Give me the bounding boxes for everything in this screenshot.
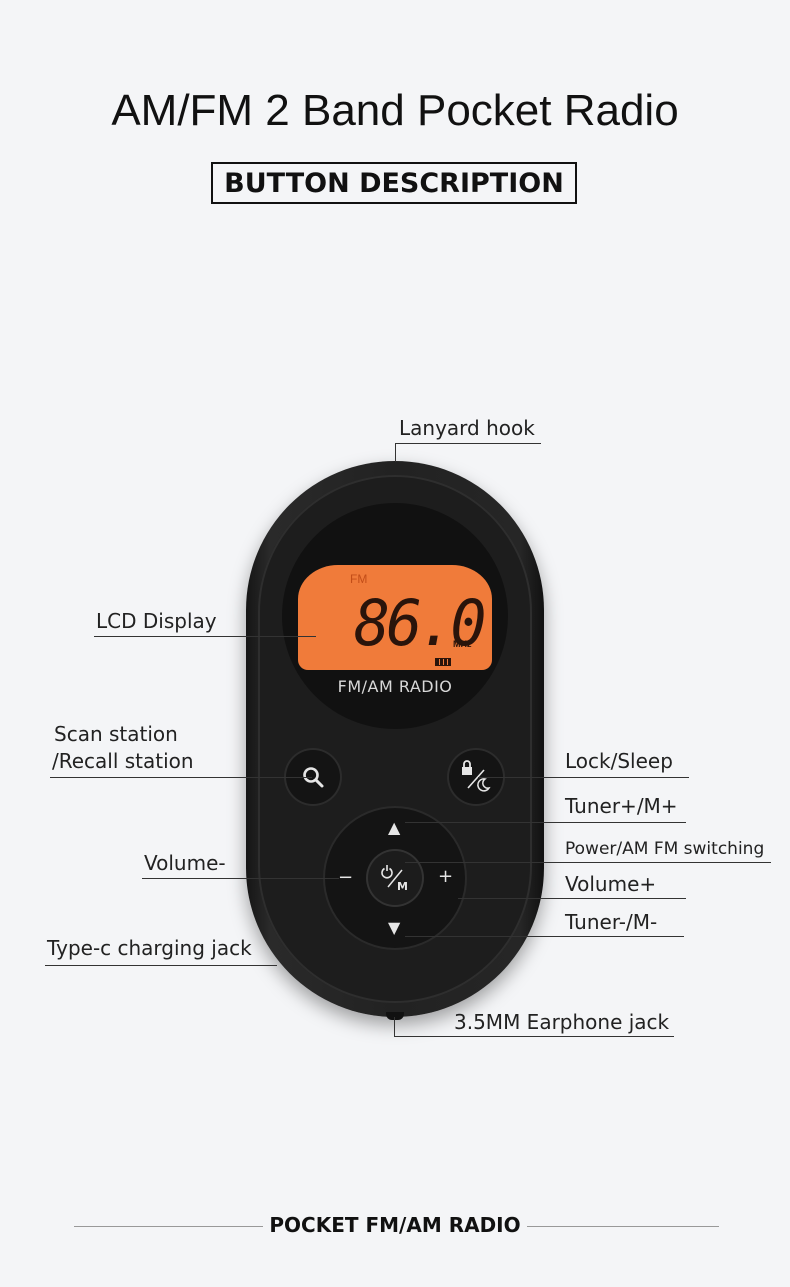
volume-minus-button[interactable]: −	[338, 867, 354, 888]
up-arrow-icon[interactable]: ▲	[388, 818, 401, 837]
brand-label: FM/AM RADIO	[337, 677, 453, 696]
callout-typec-jack: Type-c charging jack	[47, 936, 252, 960]
leader-line	[458, 898, 686, 899]
down-arrow-icon[interactable]: ▼	[388, 918, 401, 937]
leader-line	[45, 965, 277, 966]
page-title: AM/FM 2 Band Pocket Radio	[111, 86, 679, 135]
svg-text:M: M	[397, 880, 408, 893]
callout-volume-minus: Volume-	[144, 851, 226, 875]
leader-line	[405, 936, 684, 937]
callout-scan-station: Scan station	[54, 722, 178, 746]
lock-icon	[462, 760, 491, 792]
callout-lcd-display: LCD Display	[96, 609, 217, 633]
leader-line	[395, 443, 396, 462]
power-icon: M	[381, 865, 408, 893]
power-mode-button[interactable]: M	[368, 851, 422, 905]
leader-line	[394, 1017, 395, 1036]
leader-line	[94, 636, 316, 637]
lcd-frequency: 86.0	[354, 587, 486, 661]
footer-label: POCKET FM/AM RADIO	[263, 1213, 527, 1237]
callout-lanyard-hook: Lanyard hook	[399, 416, 535, 440]
callout-earphone-jack: 3.5MM Earphone jack	[454, 1010, 670, 1034]
lcd-band-indicator: FM	[350, 572, 368, 586]
footer-title: POCKET FM/AM RADIO	[0, 1213, 790, 1237]
leader-line	[50, 777, 312, 778]
leader-line	[405, 862, 771, 863]
leader-line	[478, 777, 689, 778]
leader-line	[394, 1036, 674, 1037]
leader-line	[395, 443, 541, 444]
callout-lock-sleep: Lock/Sleep	[565, 749, 673, 773]
footer-divider-left	[74, 1226, 274, 1227]
callout-volume-plus: Volume+	[565, 872, 657, 896]
leader-line	[405, 822, 686, 823]
control-pad: ▲ ▼ − + M	[325, 808, 465, 948]
search-icon	[303, 767, 324, 788]
callout-power-switch: Power/AM FM switching	[565, 839, 765, 859]
leader-line	[142, 878, 339, 879]
lcd-unit: MHz	[453, 639, 472, 649]
footer-divider-right	[516, 1226, 719, 1227]
scan-button[interactable]	[286, 750, 340, 804]
lcd-screen: FM 86.0 MHz	[298, 565, 492, 670]
callout-tuner-plus: Tuner+/M+	[565, 794, 678, 818]
section-heading: BUTTON DESCRIPTION	[211, 162, 577, 204]
callout-recall-station: /Recall station	[52, 749, 194, 773]
callout-tuner-minus: Tuner-/M-	[565, 910, 658, 934]
earphone-jack	[386, 1012, 404, 1020]
battery-icon	[435, 658, 451, 666]
volume-plus-button[interactable]: +	[438, 866, 454, 887]
